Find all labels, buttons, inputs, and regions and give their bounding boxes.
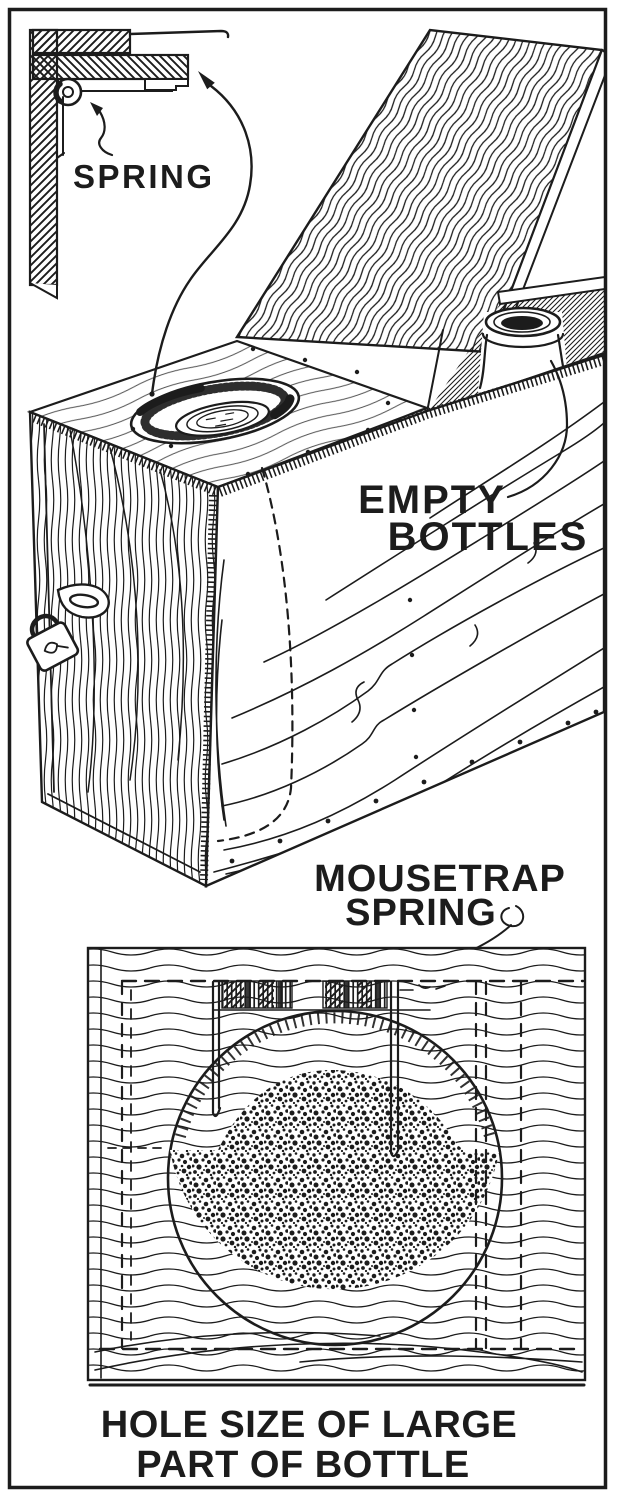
lid-board-section-lower xyxy=(31,53,190,81)
hasp-slot xyxy=(68,593,100,609)
hole-shadow-left xyxy=(136,384,205,417)
hole-shadow-right xyxy=(270,394,295,420)
padlock-and-hasp xyxy=(26,583,110,672)
front-panel-grain xyxy=(213,401,604,875)
labels: SPRING EMPTY BOTTLES MOUSETRAP SPRING HO… xyxy=(73,158,589,1486)
padlock-body xyxy=(26,621,80,672)
open-lid-drawing xyxy=(234,28,604,362)
frame-border xyxy=(7,7,608,1490)
compartment-rear-rail xyxy=(496,276,604,306)
spring-hook-marks xyxy=(399,984,446,991)
bottle-mouth-opening xyxy=(501,316,543,330)
label-mousetrap-line2: SPRING xyxy=(345,892,497,934)
box-end-panel xyxy=(26,410,220,888)
caption-line2: PART OF BOTTLE xyxy=(136,1444,470,1486)
caption-line1: HOLE SIZE OF LARGE xyxy=(101,1404,517,1446)
lid-catch-lip xyxy=(144,78,189,91)
label-empty-bottles-line2: BOTTLES xyxy=(388,515,589,559)
empty-bottles-leader-line xyxy=(506,359,569,499)
board-edge-hatching xyxy=(32,355,604,881)
label-mousetrap-line1: MOUSETRAP xyxy=(314,858,566,900)
spring-detail-inset xyxy=(28,28,253,397)
stippled-bottle-body xyxy=(170,1070,499,1290)
label-spring: SPRING xyxy=(73,158,215,195)
panel-grain-arcs xyxy=(94,1331,583,1373)
label-empty-bottles-line1: EMPTY xyxy=(358,478,506,522)
bottle-hole xyxy=(129,377,301,445)
hidden-construction-dashes xyxy=(98,979,585,1351)
hasp-plate xyxy=(56,583,110,619)
end-panel-edge-line xyxy=(43,423,55,793)
large-hole-circle xyxy=(166,1009,504,1347)
hole-rim-hatching xyxy=(175,1012,495,1139)
spring-pointer-arrow xyxy=(90,102,114,157)
hidden-bottle-dashed-outline xyxy=(216,466,294,843)
bottle-base-stamp-marks xyxy=(205,412,235,427)
end-panel-grain-curves xyxy=(69,429,185,793)
lid-top-edge-line xyxy=(128,29,230,39)
lid-board-section-upper xyxy=(31,28,132,55)
padlock-keyhole xyxy=(43,641,69,654)
compartment-divider-edge xyxy=(426,329,444,413)
spring-coil-shading xyxy=(53,81,63,104)
hole-cross-section-panel xyxy=(86,946,587,1387)
padlock xyxy=(26,613,80,672)
lid-to-hole-leader-arrow xyxy=(149,71,253,397)
bottle-base-in-hole xyxy=(175,400,270,437)
mousetrap-spring-coils xyxy=(213,980,446,1011)
mousetrap-spring-arms xyxy=(211,980,401,1158)
padlock-shackle xyxy=(29,613,59,640)
front-panel-nails xyxy=(229,597,599,864)
box-front-panel xyxy=(32,353,604,888)
spring-wire-arm xyxy=(56,94,65,159)
